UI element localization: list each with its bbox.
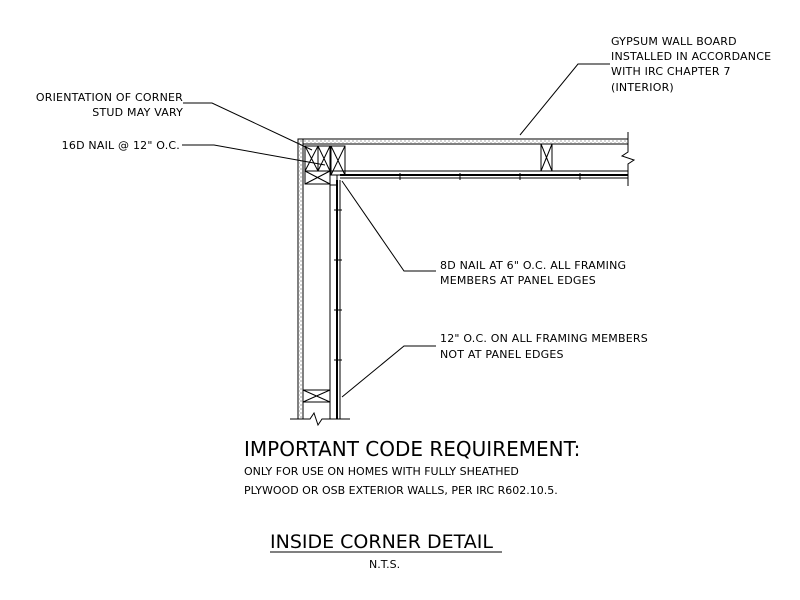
corner-studs: [304, 145, 346, 186]
nail-marks-vertical: [334, 209, 342, 361]
callout-12oc-2: NOT AT PANEL EDGES: [440, 348, 564, 361]
leader-orientation: [183, 102, 313, 151]
callout-8d-nail-1: 8D NAIL AT 6" O.C. ALL FRAMING: [440, 259, 626, 272]
leader-8d-nail: [341, 180, 436, 272]
leader-lines: [182, 63, 610, 398]
stud-vertical-bottom: [302, 389, 331, 403]
callout-gypsum-1: GYPSUM WALL BOARD: [611, 35, 737, 48]
callout-orientation-1: ORIENTATION OF CORNER: [36, 91, 183, 104]
callout-gypsum-3: WITH IRC CHAPTER 7: [611, 65, 731, 78]
callout-orientation-2: STUD MAY VARY: [92, 106, 183, 119]
detail-scale: N.T.S.: [369, 558, 400, 571]
callout-gypsum-4: (INTERIOR): [611, 81, 674, 94]
vertical-wall: [290, 138, 350, 427]
leader-12oc: [341, 345, 436, 398]
horizontal-wall: [302, 132, 636, 186]
nail-marks-horizontal: [399, 173, 581, 180]
stud-horizontal: [540, 143, 553, 172]
callout-16d-nail: 16D NAIL @ 12" O.C.: [62, 139, 180, 152]
requirement-heading: IMPORTANT CODE REQUIREMENT:: [244, 437, 580, 461]
break-line-bottom: [290, 411, 350, 427]
leader-gypsum: [519, 63, 610, 136]
callout-8d-nail-2: MEMBERS AT PANEL EDGES: [440, 274, 596, 287]
break-line-right: [620, 132, 636, 186]
leader-16d-nail: [182, 144, 326, 166]
requirement-line-1: ONLY FOR USE ON HOMES WITH FULLY SHEATHE…: [244, 465, 519, 478]
requirement-line-2: PLYWOOD OR OSB EXTERIOR WALLS, PER IRC R…: [244, 484, 558, 497]
callout-12oc-1: 12" O.C. ON ALL FRAMING MEMBERS: [440, 332, 648, 345]
detail-title: INSIDE CORNER DETAIL: [270, 531, 493, 553]
callout-gypsum-2: INSTALLED IN ACCORDANCE: [611, 50, 771, 63]
